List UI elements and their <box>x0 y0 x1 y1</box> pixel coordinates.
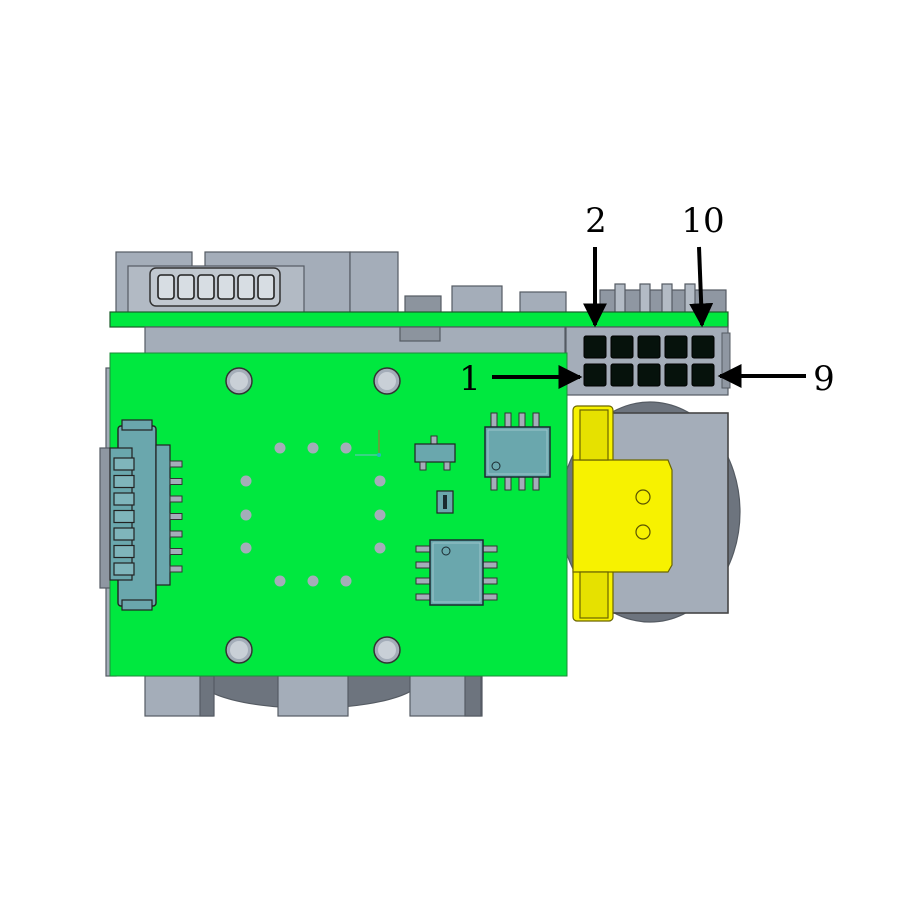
side-terminal-connector <box>109 419 183 611</box>
pin-connector <box>565 326 731 396</box>
callout-arrows <box>492 246 806 389</box>
terminal-pin <box>169 495 183 503</box>
terminal-slot <box>113 544 135 559</box>
terminal-pin <box>169 565 183 573</box>
via-pads <box>240 442 386 587</box>
connector-pin <box>637 363 661 387</box>
terminal-pin <box>169 548 183 555</box>
label-pin-2: 2 <box>585 201 607 241</box>
connector-pin <box>664 363 688 387</box>
terminal-pin <box>169 513 183 520</box>
terminal-slot <box>113 457 135 471</box>
terminal-slot <box>113 492 135 506</box>
mid-housing <box>144 326 566 358</box>
main-pcb <box>109 352 568 677</box>
connector-pin <box>664 335 688 359</box>
sot-transistor <box>414 435 456 471</box>
terminal-slot <box>113 527 135 541</box>
connector-pin <box>610 363 634 387</box>
terminal-slot <box>113 474 135 489</box>
soic-chip-top <box>484 412 551 491</box>
small-diode <box>436 490 454 514</box>
arrow-pin-10 <box>689 246 714 328</box>
top-pcb-edge <box>109 311 729 328</box>
origin-marker <box>355 430 381 457</box>
connector-pin <box>583 363 607 387</box>
yellow-latch <box>572 405 673 622</box>
terminal-pin <box>169 530 183 538</box>
connector-pin <box>583 335 607 359</box>
terminal-pin <box>169 460 183 468</box>
label-pin-10: 10 <box>681 201 724 241</box>
label-pin-9: 9 <box>813 359 835 399</box>
top-terminal-connector <box>149 267 281 307</box>
connector-pin <box>610 335 634 359</box>
label-pin-1: 1 <box>459 359 481 399</box>
terminal-slot <box>113 509 135 524</box>
terminal-slot <box>113 562 135 576</box>
connector-pin <box>637 335 661 359</box>
connector-pin <box>691 335 715 359</box>
connector-pin <box>691 363 715 387</box>
soic-chip-bottom <box>415 539 498 606</box>
terminal-pin <box>169 478 183 485</box>
